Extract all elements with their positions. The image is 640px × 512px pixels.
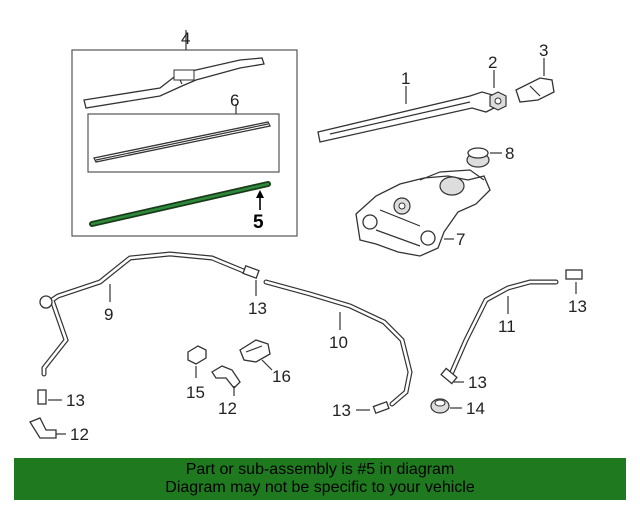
connector-13-middle: 13: [332, 400, 390, 420]
callout-2: 2: [488, 53, 497, 72]
wiper-arm: 1: [317, 69, 499, 143]
parts-diagram: 4 6 5 1 2: [29, 29, 587, 444]
elbow-12-middle: 12: [211, 365, 241, 418]
arm-cap: 3: [515, 41, 555, 103]
callout-13-a: 13: [248, 299, 267, 318]
info-banner: Part or sub-assembly is #5 in diagram Di…: [14, 458, 626, 500]
wiper-blade: [83, 57, 265, 109]
callout-6: 6: [230, 91, 239, 110]
callout-16: 16: [272, 367, 291, 386]
callout-11: 11: [498, 317, 516, 336]
wiper-insert-highlighted: [89, 181, 271, 227]
callout-13-c: 13: [332, 401, 351, 420]
wiper-refill: [93, 121, 271, 163]
callout-4: 4: [181, 29, 190, 48]
callout-12-a: 12: [70, 425, 89, 444]
callout-12-b: 12: [218, 399, 237, 418]
connector-13-left: 13: [37, 389, 85, 410]
elbow-12-left: 12: [29, 417, 89, 444]
callout-5: 5: [253, 212, 264, 233]
wiper-blade-assembly-box: 4 6 5: [71, 29, 298, 237]
nozzle-15: 15: [186, 345, 207, 402]
washer-hose-10: 10: [263, 279, 413, 407]
washer-hose-9: 9: [39, 251, 249, 377]
callout-7: 7: [456, 230, 465, 249]
banner-line-2: Diagram may not be specific to your vehi…: [165, 479, 475, 496]
callout-8: 8: [505, 144, 514, 163]
callout-9: 9: [104, 305, 113, 324]
callout-13-e: 13: [468, 373, 487, 392]
wiper-motor: 7: [355, 169, 491, 257]
callout-1: 1: [401, 69, 410, 88]
banner-line-1: Part or sub-assembly is #5 in diagram: [185, 461, 455, 478]
callout-3: 3: [539, 41, 548, 60]
clip-14: 14: [430, 398, 485, 418]
nut: 2: [488, 53, 507, 111]
callout-15: 15: [186, 383, 205, 402]
callout-14: 14: [466, 399, 485, 418]
callout-10: 10: [329, 333, 348, 352]
callout-13-d: 13: [568, 297, 587, 316]
connector-13-right-bottom: 13: [440, 367, 487, 392]
washer-hose-11: 11: [449, 279, 559, 375]
callout-13-b: 13: [66, 391, 85, 410]
connector-13-right-top: 13: [565, 269, 587, 316]
connector-13-upper: 13: [242, 265, 267, 318]
grommet: 8: [466, 144, 514, 168]
nozzle-16: 16: [239, 339, 291, 386]
